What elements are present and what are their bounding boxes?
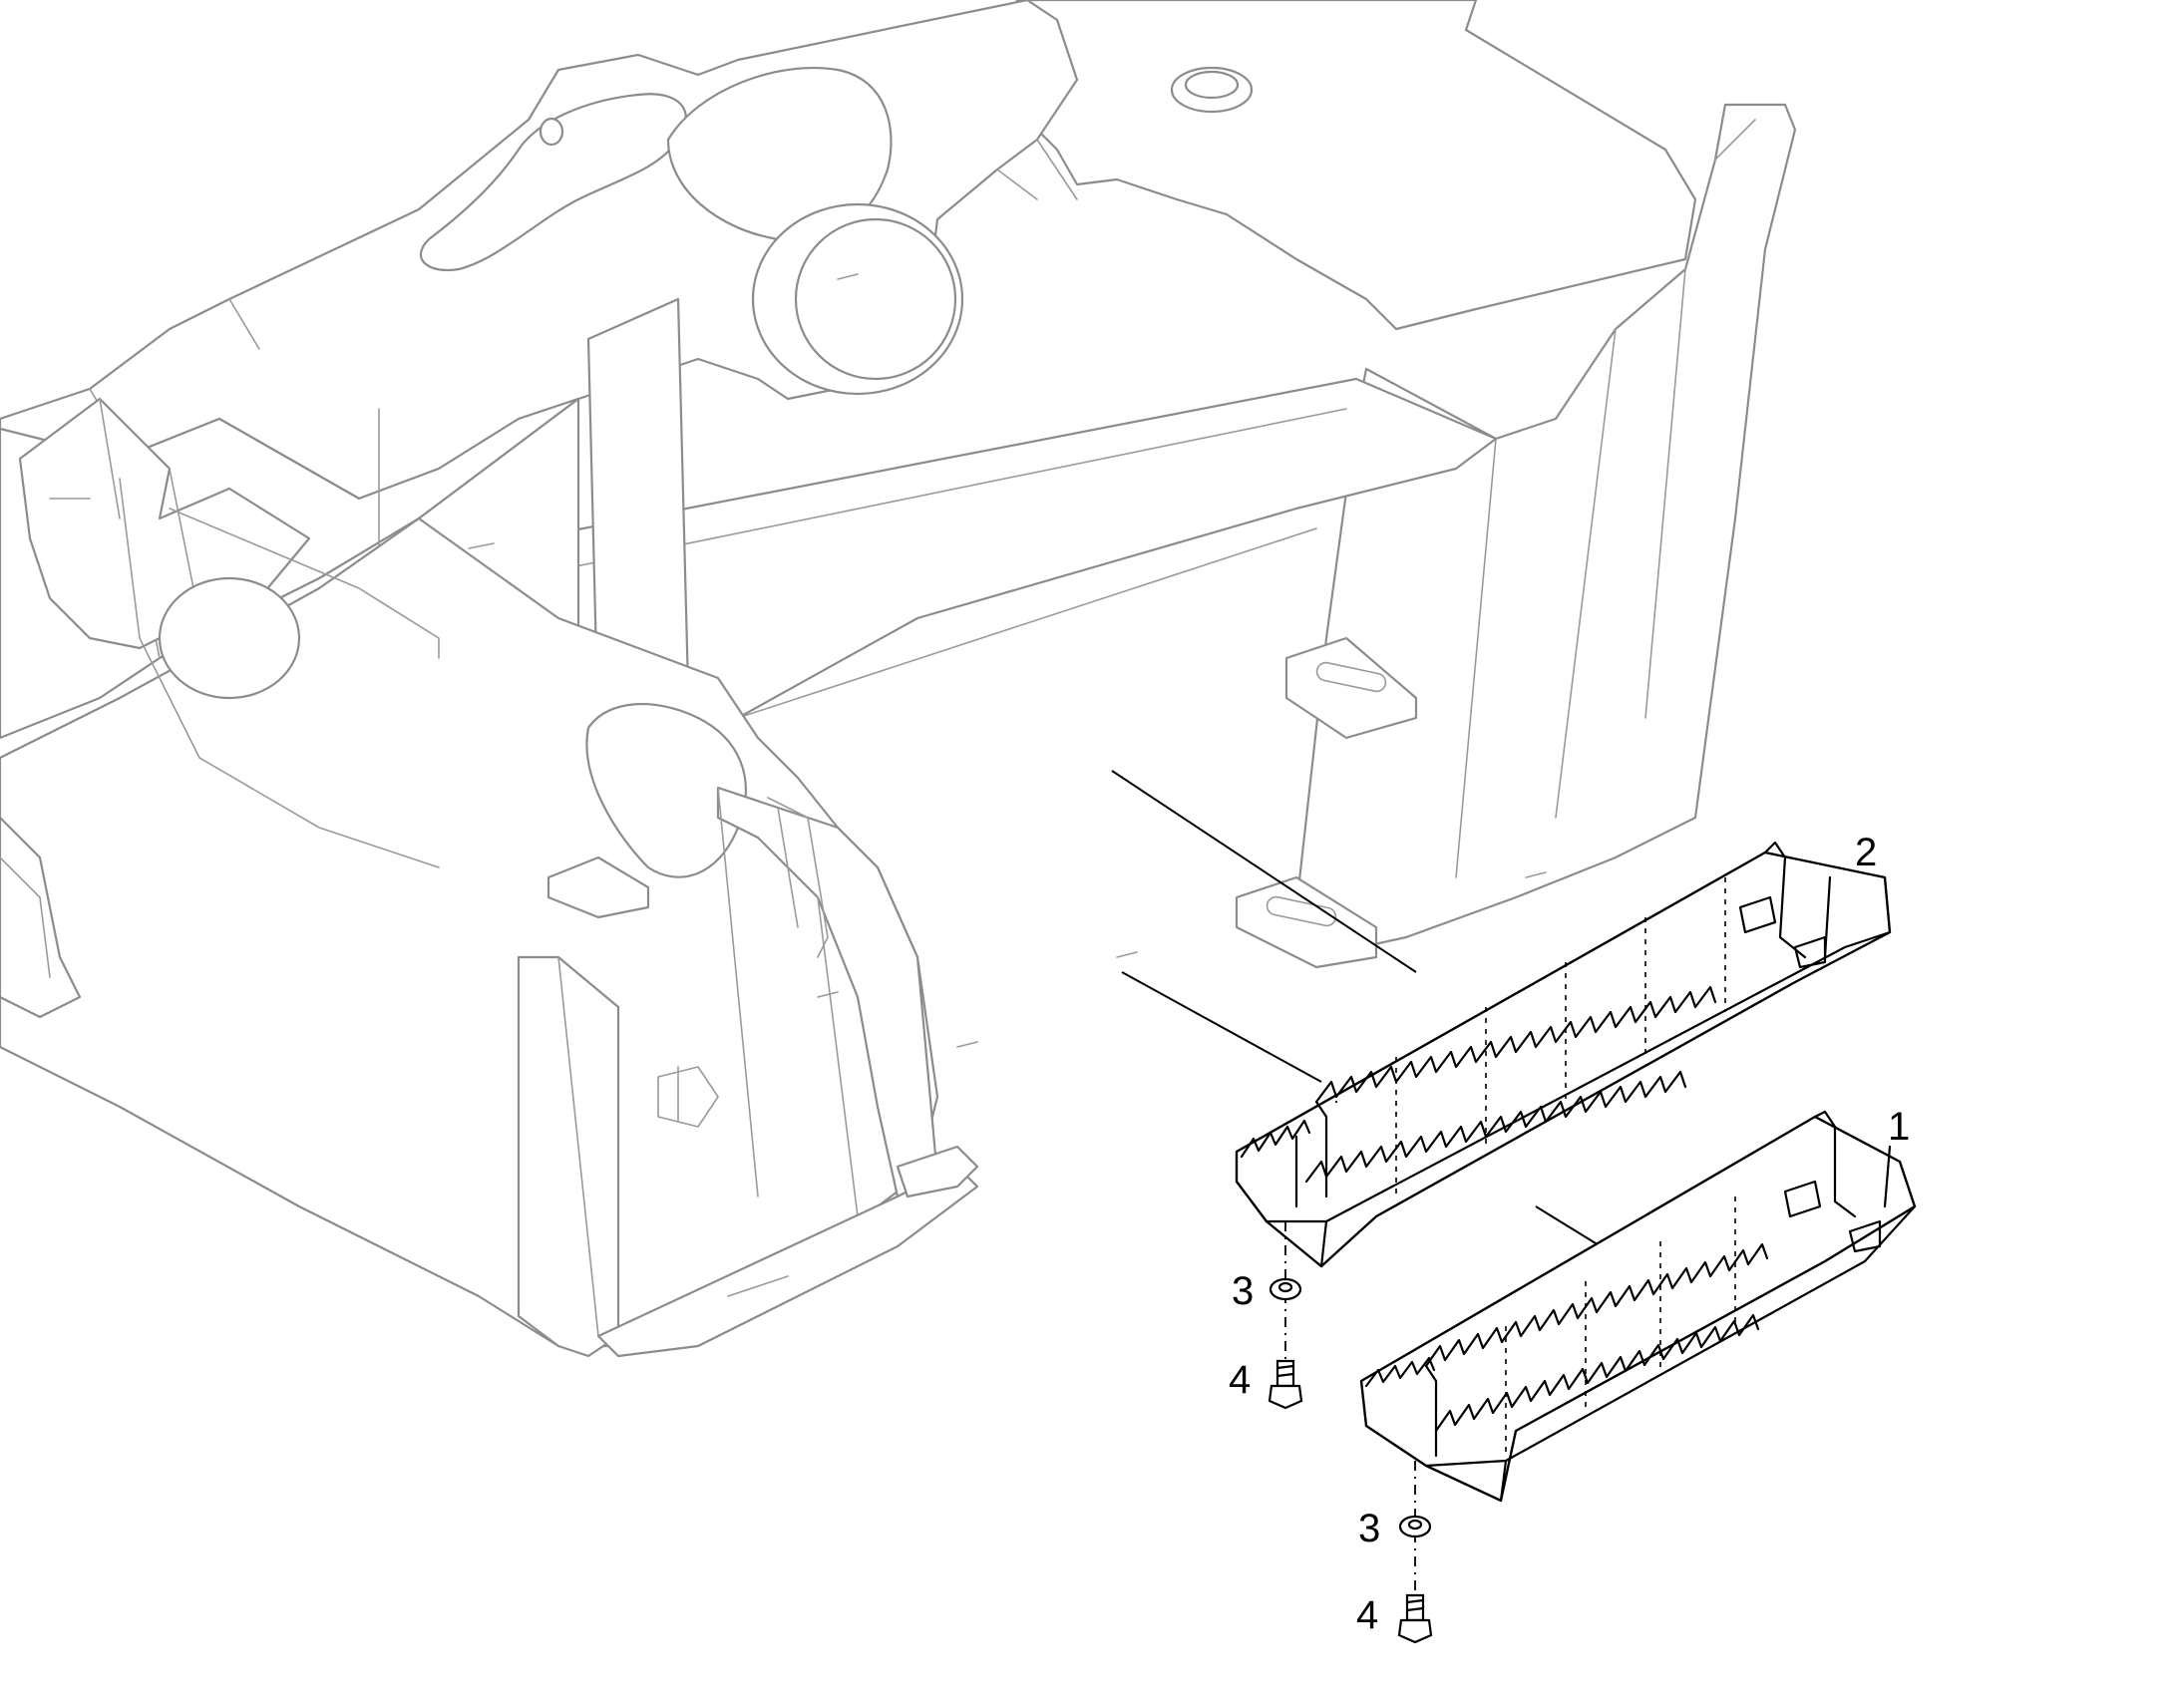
assembly-leader-lines: [1111, 770, 1602, 1247]
callout-labels: 2 1 3 4 3 4: [1229, 831, 1910, 1637]
frame-upper-small-hole: [539, 117, 564, 147]
frame-round-opening-inner: [794, 217, 957, 381]
lower-bolt: [1397, 1593, 1433, 1644]
frame-mount-tab-upper: [1284, 636, 1418, 740]
step-2-bottom-edge: [1265, 930, 1892, 1268]
step-2-body: [1235, 851, 1892, 1268]
step-1-end-plate-right: [1813, 1110, 1892, 1218]
frame-lower-front-plate: [517, 955, 620, 1358]
frame-mount-tab-upper-slot: [1315, 661, 1387, 693]
step-1-serrated-middle: [1434, 1313, 1760, 1433]
upper-bolt: [1268, 1359, 1303, 1410]
leader-upper-to-frame: [1121, 971, 1322, 1083]
frame-top-boss-inner: [1184, 70, 1240, 100]
frame-left-lower-bracket: [0, 816, 82, 1019]
callout-upper-washer: 3: [1232, 1269, 1254, 1313]
leader-lower-to-frame: [1535, 1205, 1602, 1247]
step-2-end-plate-left: [1294, 1100, 1328, 1208]
frame-lower-plate-lines: [557, 787, 859, 1337]
frame-mount-tab-bottom: [896, 1145, 979, 1198]
frame-left-lower-bracket-edge: [0, 856, 51, 978]
hardware: [1268, 1221, 1433, 1644]
lower-washer: [1398, 1515, 1432, 1538]
step-1-bracket: [1783, 1180, 1882, 1253]
frame-right-post-edge: [1455, 119, 1756, 878]
frame-base-slot: [727, 1275, 789, 1297]
upper-washer: [1269, 1277, 1302, 1301]
step-1-bottom-edge: [1424, 1204, 1917, 1503]
machine-frame: [0, 0, 1797, 1358]
frame-lower-right-plate: [716, 786, 939, 1198]
step-2-cross-bars: [1395, 877, 1726, 1196]
frame-rear-beam: [1005, 0, 1697, 331]
frame-latch-window: [657, 1066, 719, 1128]
step-1-serrated-rear: [1424, 1242, 1769, 1368]
frame-mount-tab-left: [546, 855, 650, 919]
step-1-serrated-front: [1364, 1356, 1436, 1388]
step-1-end-plate-left: [1424, 1364, 1438, 1458]
frame-rod: [767, 797, 829, 958]
step-2-serrated-rear: [1314, 985, 1717, 1104]
leader-upper-to-tab: [1111, 770, 1417, 973]
step-2-serrated-middle: [1304, 1070, 1687, 1184]
step-2-bracket: [1738, 895, 1827, 969]
step-tread-2: [1235, 841, 1892, 1268]
callout-step-2: 2: [1855, 831, 1877, 874]
step-2-serrated-front: [1240, 1100, 1338, 1159]
frame-small-slots: [468, 273, 1547, 1048]
callout-lower-bolt: 4: [1356, 1593, 1378, 1637]
frame-front-diagonal: [119, 478, 440, 868]
callout-lower-washer: 3: [1358, 1507, 1380, 1550]
frame-center-cutout: [666, 66, 893, 243]
callout-step-1: 1: [1888, 1105, 1910, 1149]
frame-front-oval-hole: [158, 576, 301, 700]
step-tread-1: [1359, 1110, 1917, 1503]
callout-upper-bolt: 4: [1229, 1358, 1251, 1402]
